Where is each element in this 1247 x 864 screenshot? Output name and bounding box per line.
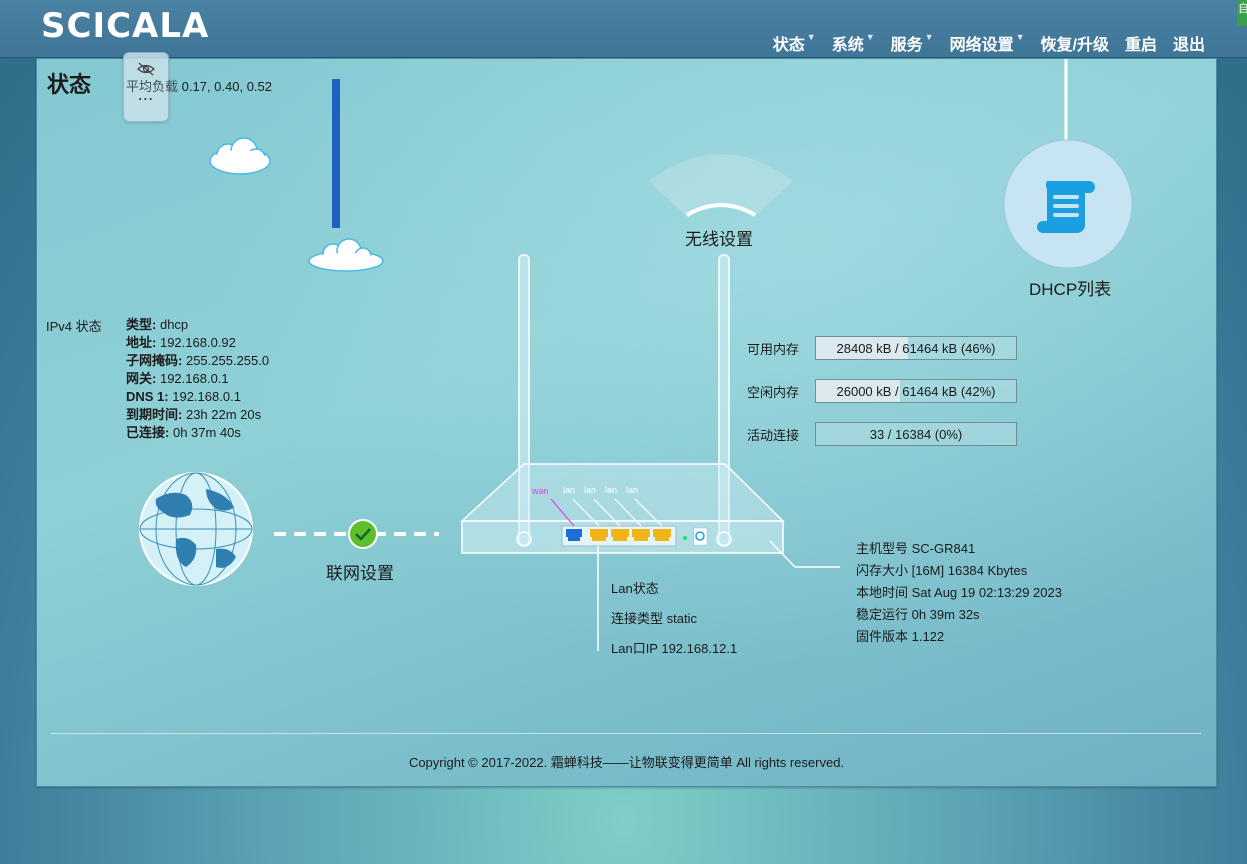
uptime: 稳定运行 0h 39m 32s: [856, 607, 980, 622]
nav-services[interactable]: 服务▼: [883, 31, 942, 55]
router-icon[interactable]: wan lan lan lan lan: [460, 254, 785, 554]
flash-size: 闪存大小 [16M] 16384 Kbytes: [856, 563, 1028, 578]
lan-port-icon[interactable]: [590, 529, 608, 541]
caret-down-icon: ▼: [806, 32, 816, 42]
copyright: Copyright © 2017-2022. 霜蝉科技——让物联变得更简单 Al…: [408, 755, 845, 770]
available-memory-bar: 28408 kB / 61464 kB (46%): [815, 336, 1017, 360]
nav-logout[interactable]: 退出: [1165, 31, 1213, 55]
wan-port-label: wan: [531, 486, 549, 496]
ipv4-status-label: IPv4 状态: [46, 319, 102, 334]
nav-status[interactable]: 状态▼: [765, 31, 824, 55]
free-memory-fill: [816, 380, 900, 402]
ipv4-field: 地址: 192.168.0.92: [126, 335, 236, 350]
router-scene: wan lan lan lan lan: [139, 59, 1133, 651]
corner-tab[interactable]: 自: [1237, 0, 1247, 26]
wireless-settings-link[interactable]: 无线设置: [685, 230, 753, 249]
lan-port-icon[interactable]: [611, 529, 629, 541]
lan-port-icon[interactable]: [632, 529, 650, 541]
wifi-icon[interactable]: [649, 154, 793, 217]
lan-port-label: lan: [626, 485, 638, 495]
nav-logout-label: 退出: [1172, 37, 1205, 54]
firmware-version: 固件版本 1.122: [856, 629, 945, 644]
active-connections-value: 33 / 16384 (0%): [869, 427, 963, 442]
dhcp-list-icon[interactable]: [1003, 139, 1133, 269]
free-memory-label: 空闲内存: [747, 385, 800, 400]
status-panel: wan lan lan lan lan 状态 ⋯ 平均负载 0.17, 0.40…: [36, 52, 1217, 787]
ipv4-field: 子网掩码: 255.255.255.0: [126, 353, 270, 368]
lan-port-label: lan: [605, 485, 617, 495]
load-average: 平均负载 0.17, 0.40, 0.52: [126, 76, 272, 95]
nav-network[interactable]: 网络设置▼: [942, 31, 1033, 55]
wan-port-icon[interactable]: [566, 529, 582, 541]
brand-logo[interactable]: SCICALA: [41, 6, 210, 46]
ipv4-field: 类型: dhcp: [126, 317, 189, 332]
device-model: 主机型号 SC-GR841: [856, 541, 976, 556]
ipv4-field: 已连接: 0h 37m 40s: [126, 425, 241, 440]
load-average-value: 0.17, 0.40, 0.52: [181, 79, 272, 94]
nav-system-label: 系统: [831, 37, 864, 54]
page-title: 状态: [47, 72, 92, 97]
main-nav: 状态▼ 系统▼ 服务▼ 网络设置▼ 恢复/升级 重启 退出: [765, 31, 1213, 55]
local-time: 本地时间 Sat Aug 19 02:13:29 2023: [856, 585, 1062, 600]
nav-restore-upgrade-label: 恢复/升级: [1040, 37, 1109, 54]
check-icon[interactable]: [348, 519, 378, 549]
caret-down-icon: ▼: [1015, 32, 1025, 42]
nav-services-label: 服务: [890, 37, 923, 54]
system-info: 主机型号 SC-GR841 闪存大小 [16M] 16384 Kbytes 本地…: [856, 538, 1062, 648]
lan-status-info: Lan状态 连接类型 static Lan口IP 192.168.12.1: [611, 574, 737, 664]
lan-ip: Lan口IP 192.168.12.1: [611, 641, 738, 656]
lan-status-title: Lan状态: [611, 581, 659, 596]
ipv4-field: 到期时间: 23h 22m 20s: [126, 407, 262, 422]
footer-divider: [51, 733, 1201, 734]
free-memory-value: 26000 kB / 61464 kB (42%): [836, 384, 996, 399]
uplink-line: [332, 79, 340, 228]
lan-port-label: lan: [563, 485, 575, 495]
caret-down-icon: ▼: [865, 32, 875, 42]
cloud-icon: [209, 137, 271, 175]
available-memory-value: 28408 kB / 61464 kB (46%): [836, 341, 996, 356]
lan-port-label: lan: [584, 485, 596, 495]
nav-restore-upgrade[interactable]: 恢复/升级: [1033, 31, 1117, 55]
available-memory-label: 可用内存: [747, 342, 800, 357]
nav-status-label: 状态: [772, 37, 805, 54]
ipv4-field: 网关: 192.168.0.1: [126, 371, 229, 386]
nav-system[interactable]: 系统▼: [824, 31, 883, 55]
sysinfo-line: [769, 540, 840, 568]
eye-off-icon: [137, 62, 155, 76]
top-header: SCICALA 状态▼ 系统▼ 服务▼ 网络设置▼ 恢复/升级 重启 退出 自: [0, 0, 1247, 58]
globe-icon: [139, 472, 253, 586]
nav-network-label: 网络设置: [949, 37, 1014, 54]
lan-port-icon[interactable]: [653, 529, 671, 541]
available-memory-fill: [816, 337, 908, 359]
nav-reboot-label: 重启: [1124, 37, 1157, 54]
wan-settings-link[interactable]: 联网设置: [326, 564, 394, 583]
ipv4-status-list: 类型: dhcp 地址: 192.168.0.92 子网掩码: 255.255.…: [126, 316, 269, 442]
cloud-icon: [308, 238, 384, 272]
ipv4-field: DNS 1: 192.168.0.1: [126, 389, 241, 404]
caret-down-icon: ▼: [924, 32, 934, 42]
active-connections-label: 活动连接: [747, 428, 800, 443]
more-icon: ⋯: [137, 91, 155, 108]
free-memory-bar: 26000 kB / 61464 kB (42%): [815, 379, 1017, 403]
floating-tool-button[interactable]: ⋯: [123, 52, 169, 122]
load-average-label: 平均负载: [126, 79, 179, 94]
dhcp-list-link[interactable]: DHCP列表: [1029, 280, 1112, 299]
lan-connection-type: 连接类型 static: [611, 611, 697, 626]
nav-reboot[interactable]: 重启: [1117, 31, 1165, 55]
active-connections-bar: 33 / 16384 (0%): [815, 422, 1017, 446]
